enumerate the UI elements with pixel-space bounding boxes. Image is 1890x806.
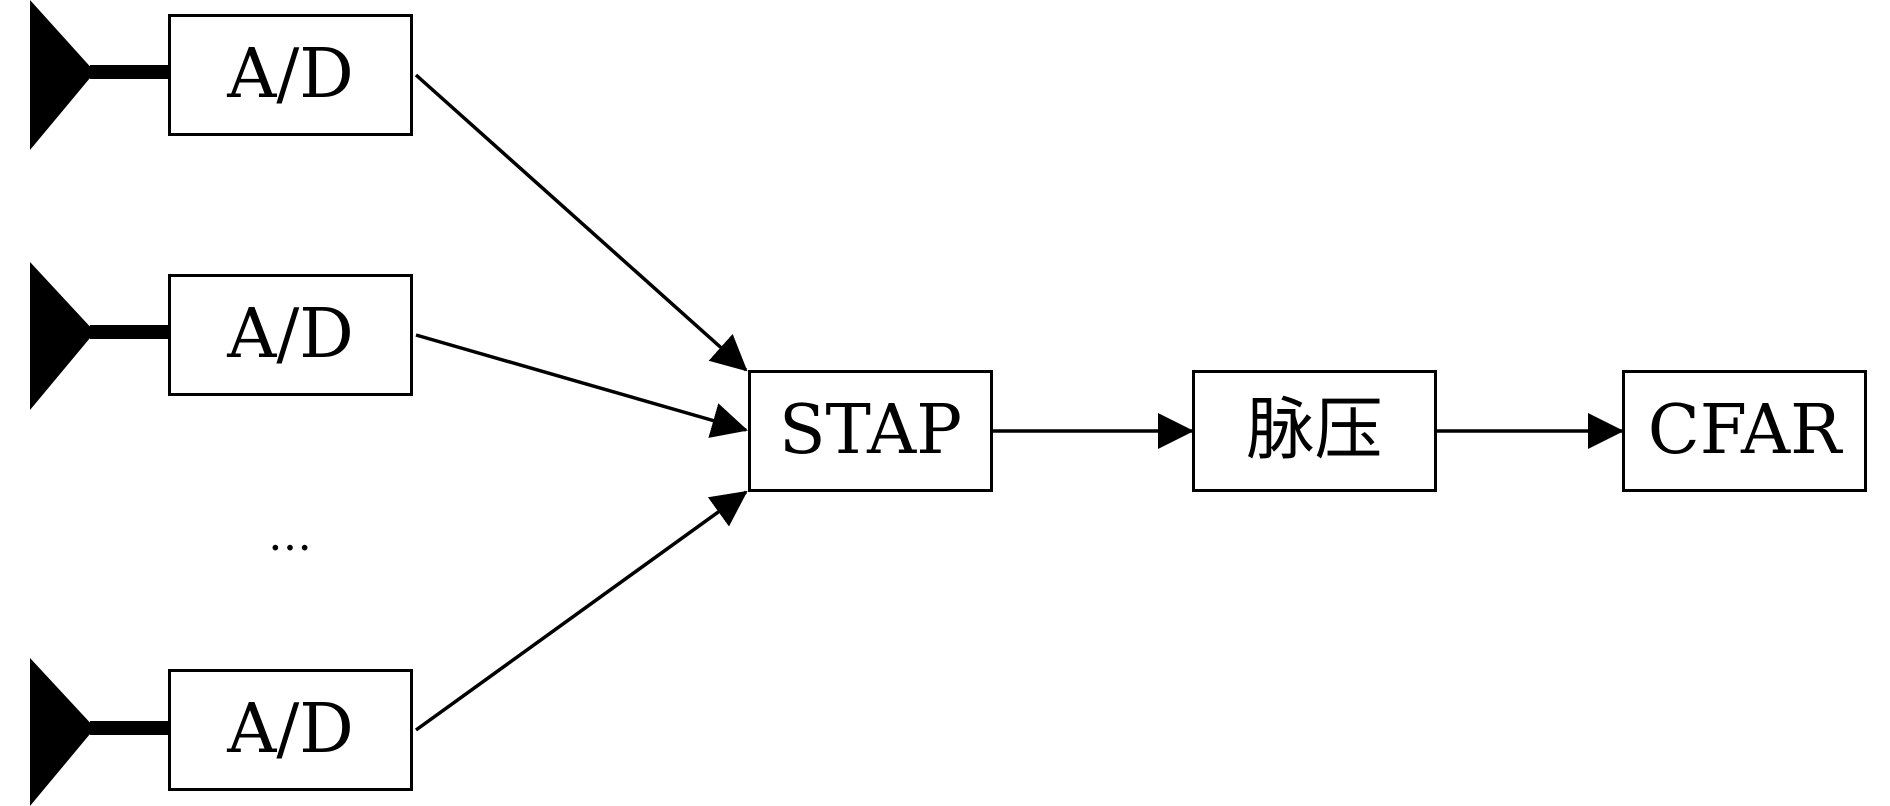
stap-label: STAP	[778, 391, 963, 470]
cfar-label: CFAR	[1647, 391, 1842, 470]
connector-adc2-stap	[415, 333, 748, 438]
pulse-compression-label: 脉压	[1246, 391, 1383, 470]
adc-label: A/D	[227, 690, 354, 769]
connector-adc3-stap	[414, 490, 748, 732]
adc-box-3: A/D	[168, 669, 413, 791]
antenna-icon	[30, 658, 168, 806]
adc-box-2: A/D	[168, 274, 413, 396]
pulse-compression-box: 脉压	[1192, 370, 1437, 492]
adc-box-1: A/D	[168, 14, 413, 136]
stap-box: STAP	[748, 370, 993, 492]
antenna-icon	[30, 262, 168, 410]
adc-label: A/D	[227, 35, 354, 114]
adc-label: A/D	[227, 295, 354, 374]
antenna-icon	[30, 0, 168, 150]
ellipsis: …	[268, 510, 312, 561]
cfar-box: CFAR	[1622, 370, 1867, 492]
connector-adc1-stap	[414, 73, 748, 372]
